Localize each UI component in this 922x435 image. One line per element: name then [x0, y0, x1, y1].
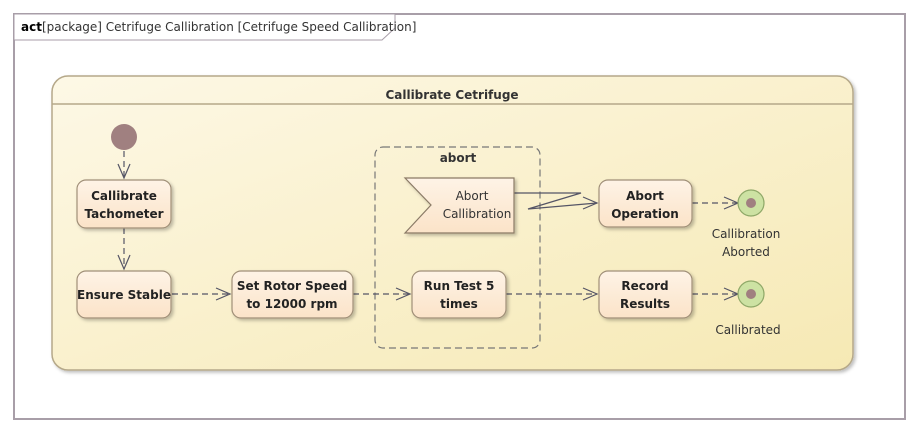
action-callibrate-tachometer[interactable]: Callibrate Tachometer: [76, 179, 172, 229]
action-label-line2: to 12000 rpm: [246, 297, 337, 311]
final-label-line2: Aborted: [722, 245, 770, 259]
interrupting-edge[interactable]: [514, 192, 599, 210]
action-label-line1: Callibrate: [91, 189, 157, 203]
action-box[interactable]: [231, 270, 354, 319]
accept-event-label-line2: Callibration: [443, 207, 512, 221]
frame-title-text: [package] Cetrifuge Callibration [Cetrif…: [42, 20, 416, 34]
action-label-line2: Tachometer: [84, 207, 163, 221]
action-box[interactable]: [411, 270, 507, 319]
action-set-rotor-speed[interactable]: Set Rotor Speed to 12000 rpm: [231, 270, 354, 319]
action-label-line1: Record: [621, 279, 668, 293]
accept-event-label-line1: Abort: [456, 189, 489, 203]
action-label-line1: Abort: [626, 189, 664, 203]
accept-event-abort-callibration[interactable]: Abort Callibration: [403, 177, 515, 234]
action-label-line2: Results: [620, 297, 670, 311]
action-box[interactable]: [598, 179, 693, 228]
edge-set-rotor-speed-to-run-test[interactable]: [353, 287, 412, 301]
action-label-line2: Operation: [611, 207, 679, 221]
final-node-inner: [746, 289, 756, 299]
initial-node[interactable]: [111, 124, 137, 150]
action-abort-operation[interactable]: Abort Operation: [598, 179, 693, 228]
action-box[interactable]: [76, 179, 172, 229]
action-run-test[interactable]: Run Test 5 times: [411, 270, 507, 319]
region-border[interactable]: [374, 146, 541, 349]
interruptible-region[interactable]: abort: [374, 146, 541, 349]
final-node-inner: [746, 198, 756, 208]
action-label-line2: times: [440, 297, 478, 311]
action-label-line1: Run Test 5: [424, 279, 495, 293]
action-label-line1: Set Rotor Speed: [237, 279, 347, 293]
final-label-line1: Callibration: [712, 227, 781, 241]
action-box[interactable]: [76, 270, 172, 319]
accept-event-shape[interactable]: [403, 177, 515, 234]
edge-run-test-to-record-results[interactable]: [506, 287, 599, 301]
edge-initial-to-tachometer[interactable]: [117, 151, 131, 180]
edge-ensure-stable-to-set-rotor-speed[interactable]: [172, 287, 232, 301]
region-label: abort: [440, 151, 477, 165]
edge-tachometer-to-ensure-stable[interactable]: [117, 228, 131, 271]
edges: [117, 151, 740, 301]
partition-title: Callibrate Cetrifuge: [385, 88, 518, 102]
final-label: Callibrated: [715, 323, 780, 337]
action-label: Ensure Stable: [77, 288, 171, 302]
action-ensure-stable[interactable]: Ensure Stable: [76, 270, 172, 319]
final-node-callibrated[interactable]: Callibrated: [715, 280, 781, 337]
action-record-results[interactable]: Record Results: [598, 270, 693, 319]
final-node-aborted[interactable]: Callibration Aborted: [712, 189, 781, 259]
action-box[interactable]: [598, 270, 693, 319]
frame-keyword: act: [21, 20, 42, 34]
frame-name-tab: [13, 13, 396, 41]
frame-title: act[package] Cetrifuge Callibration [Cet…: [21, 20, 416, 34]
